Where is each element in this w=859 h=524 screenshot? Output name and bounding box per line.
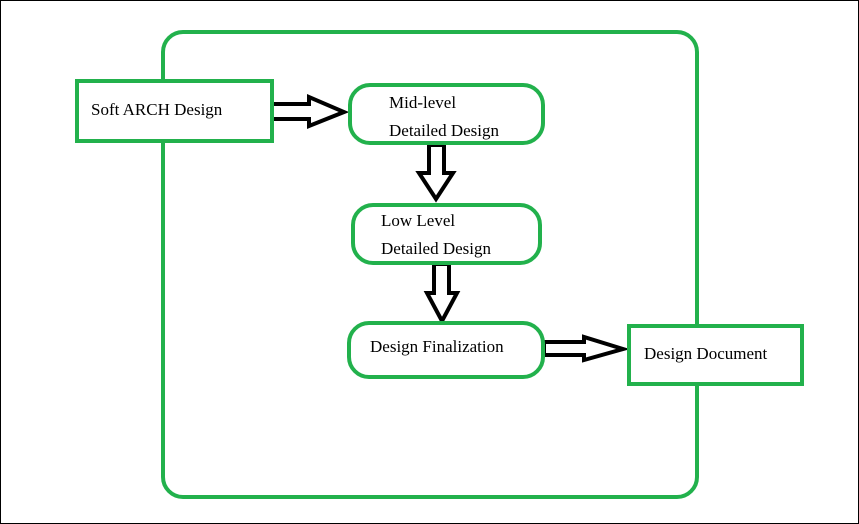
- node-design-document-line-1: Design Document: [644, 344, 768, 363]
- node-low-level-line-1: Low Level: [381, 211, 456, 230]
- arrow-mid-level-to-low-level: [415, 143, 457, 203]
- node-design-finalization: Design Finalization: [347, 321, 545, 379]
- node-design-document: Design Document: [627, 324, 804, 386]
- arrow-soft-arch-to-mid-level: [269, 93, 350, 129]
- node-mid-level-line-1: Mid-level: [389, 93, 457, 112]
- node-design-finalization-line-1: Design Finalization: [370, 337, 504, 356]
- node-soft-arch-design: Soft ARCH Design: [75, 79, 274, 143]
- node-mid-level-line-2: Detailed Design: [389, 121, 499, 140]
- node-mid-level-detailed-design: Mid-level Detailed Design: [348, 83, 545, 145]
- arrow-finalization-to-document: [542, 334, 631, 363]
- node-soft-arch-design-line-1: Soft ARCH Design: [91, 100, 223, 119]
- node-low-level-detailed-design: Low Level Detailed Design: [351, 203, 542, 265]
- arrow-low-level-to-finalization: [423, 262, 461, 326]
- node-low-level-line-2: Detailed Design: [381, 239, 491, 258]
- design-process-container: [161, 30, 699, 499]
